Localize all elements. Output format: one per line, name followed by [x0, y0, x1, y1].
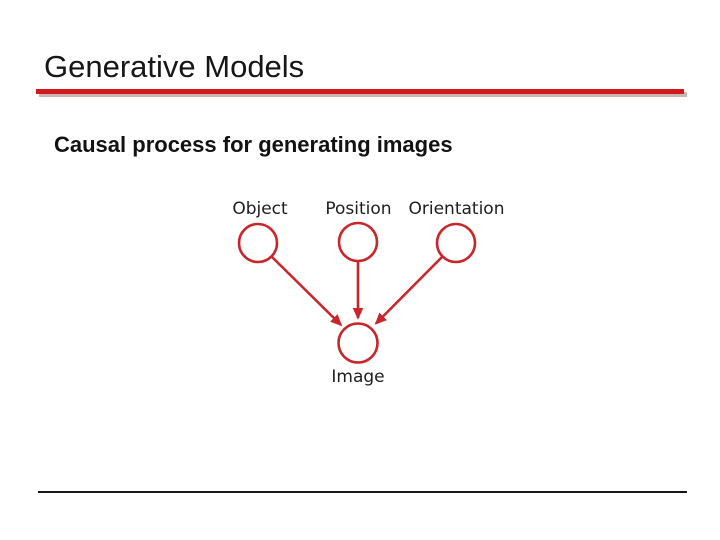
- node-circle-image: [337, 322, 379, 364]
- title-underline: [36, 89, 684, 94]
- node-label-orientation: Orientation: [409, 199, 505, 219]
- edge-object-to-image: [270, 255, 343, 327]
- footer-rule: [38, 491, 687, 493]
- node-circle-object: [237, 222, 279, 264]
- node-label-image: Image: [331, 367, 384, 387]
- causal-graph-diagram: Object Position Orientation Image: [232, 199, 505, 387]
- node-circle-orientation: [435, 222, 477, 264]
- edge-orientation-to-image: [374, 255, 444, 325]
- node-circle-position: [337, 221, 379, 263]
- slide-title: Generative Models: [44, 49, 305, 84]
- node-label-position: Position: [325, 199, 391, 219]
- slide-subtitle: Causal process for generating images: [54, 132, 453, 157]
- node-label-object: Object: [232, 199, 288, 219]
